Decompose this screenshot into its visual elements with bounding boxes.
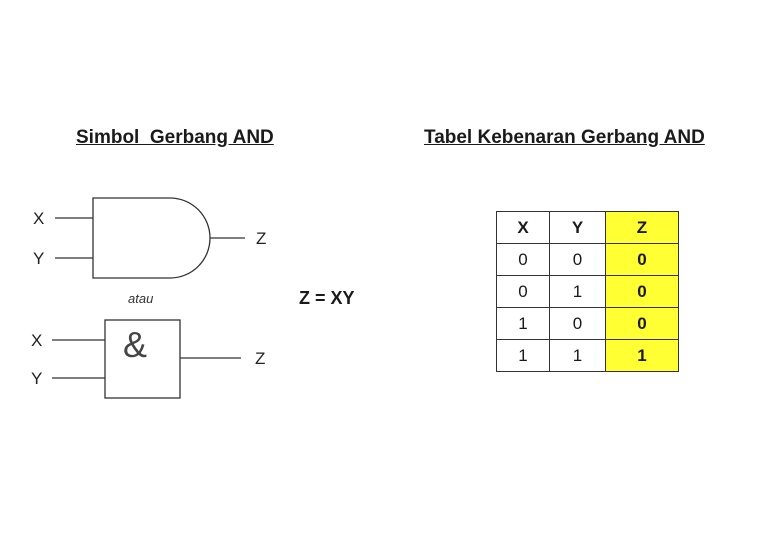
and-gate-body [92, 197, 211, 279]
boolean-equation: Z = XY [299, 288, 355, 308]
table-row: 0 0 0 [496, 243, 679, 276]
table-row: 1 1 1 [496, 339, 679, 372]
header-x: X [496, 211, 550, 244]
input-y-label: Y [31, 369, 42, 388]
truth-table-title: Tabel Kebenaran Gerbang AND [424, 127, 705, 148]
symbol-title: Simbol Gerbang AND [76, 127, 274, 148]
truth-table: X Y Z 0 0 0 0 1 0 1 0 0 1 1 1 [496, 211, 679, 372]
cell-x: 0 [496, 275, 550, 308]
ansi-and-gate: X Y Z [33, 197, 266, 279]
header-z: Z [605, 211, 679, 244]
input-x-label: X [33, 209, 44, 228]
table-row: 1 0 0 [496, 307, 679, 340]
cell-x: 1 [496, 307, 550, 340]
input-x-label: X [31, 331, 42, 350]
input-y-label: Y [33, 249, 44, 268]
output-z-label: Z [255, 349, 265, 368]
atau-label: atau [128, 291, 153, 306]
output-z-label: Z [256, 229, 266, 248]
ampersand-symbol: & [123, 324, 147, 365]
cell-z: 0 [605, 275, 679, 308]
cell-x: 1 [496, 339, 550, 372]
cell-y: 1 [549, 275, 606, 308]
table-row: 0 1 0 [496, 275, 679, 308]
cell-z: 0 [605, 243, 679, 276]
cell-x: 0 [496, 243, 550, 276]
cell-y: 0 [549, 307, 606, 340]
cell-z: 1 [605, 339, 679, 372]
header-y: Y [549, 211, 606, 244]
cell-y: 0 [549, 243, 606, 276]
cell-z: 0 [605, 307, 679, 340]
iec-gate-box [104, 319, 181, 399]
table-header-row: X Y Z [496, 211, 679, 244]
cell-y: 1 [549, 339, 606, 372]
iec-and-gate: & X Y Z [31, 319, 265, 399]
